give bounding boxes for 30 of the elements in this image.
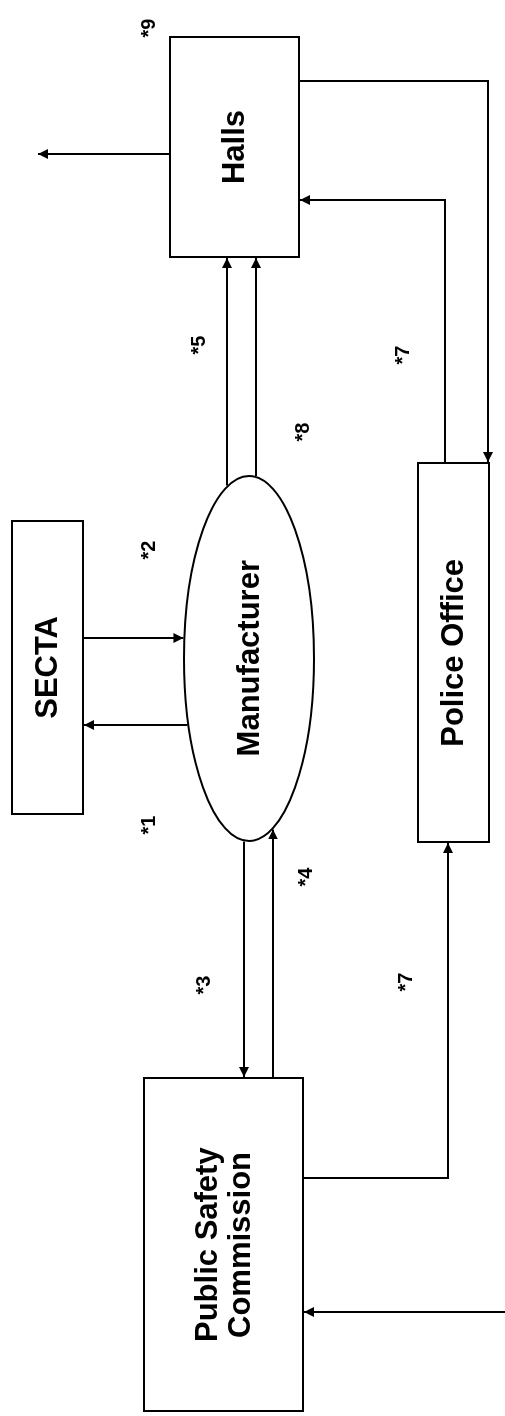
edge-label: *7 (395, 972, 415, 992)
ellipse-node (183, 475, 315, 842)
arrow (222, 257, 232, 487)
arrow (303, 1307, 505, 1317)
edge-label: *7 (392, 345, 412, 365)
node-label: SECTA (31, 616, 64, 719)
node-label: Public Safety Commission (190, 1146, 257, 1344)
edge-label: *5 (188, 335, 208, 355)
callout-number: *9 (138, 18, 158, 38)
arrow (83, 633, 185, 643)
arrow (299, 80, 493, 463)
arrow (83, 720, 189, 730)
edge-label: *4 (295, 867, 315, 887)
arrow (268, 828, 278, 1078)
node-label: Manufacturer (232, 560, 266, 757)
process-box (11, 520, 84, 815)
edge-label: *1 (138, 815, 158, 835)
edge-label: *3 (193, 975, 213, 995)
arrow (303, 842, 453, 1179)
edge-label: *8 (292, 422, 312, 442)
arrow (251, 257, 261, 478)
process-box (143, 1077, 304, 1412)
node-label: Halls (218, 109, 251, 185)
arrow (299, 195, 446, 463)
process-box (417, 462, 490, 843)
process-box (169, 36, 300, 258)
arrow (239, 840, 249, 1078)
node-label: Police Office (437, 558, 470, 747)
arrow (37, 149, 170, 159)
edge-label: *2 (138, 540, 158, 560)
